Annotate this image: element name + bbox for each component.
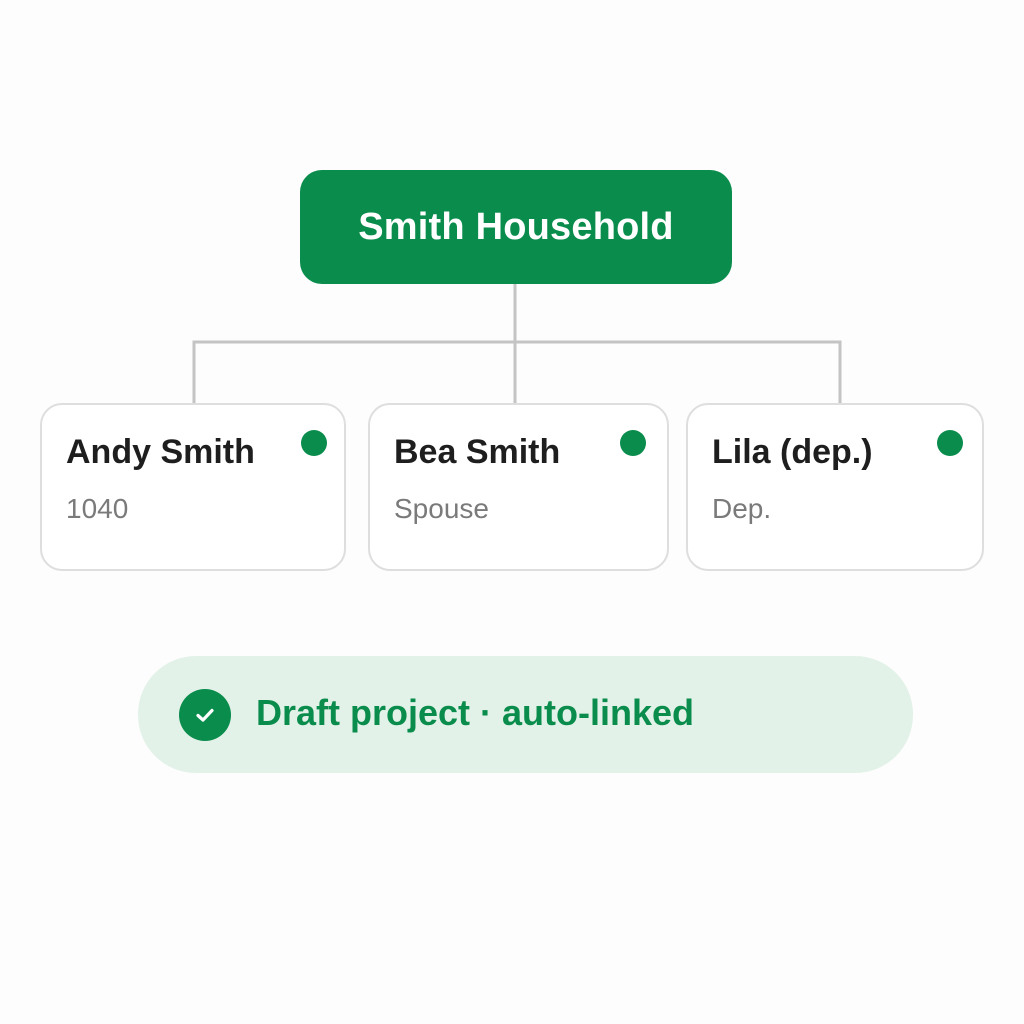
member-card-andy[interactable]: Andy Smith 1040 xyxy=(40,403,346,571)
member-name: Lila (dep.) xyxy=(712,433,873,471)
household-node[interactable]: Smith Household xyxy=(300,170,732,284)
member-name: Bea Smith xyxy=(394,433,561,471)
member-role: Dep. xyxy=(712,493,772,524)
member-card-lila[interactable]: Lila (dep.) Dep. xyxy=(686,403,984,571)
member-name: Andy Smith xyxy=(66,433,255,471)
household-title: Smith Household xyxy=(358,205,674,248)
status-dot-icon xyxy=(301,430,327,456)
status-dot-icon xyxy=(620,430,646,456)
member-role: 1040 xyxy=(66,493,129,524)
status-pill: Draft project · auto-linked xyxy=(138,656,913,773)
member-role: Spouse xyxy=(394,493,489,524)
check-circle-icon xyxy=(179,689,231,741)
member-card-bea[interactable]: Bea Smith Spouse xyxy=(368,403,669,571)
status-label: Draft project · auto-linked xyxy=(256,692,695,733)
status-dot-icon xyxy=(937,430,963,456)
